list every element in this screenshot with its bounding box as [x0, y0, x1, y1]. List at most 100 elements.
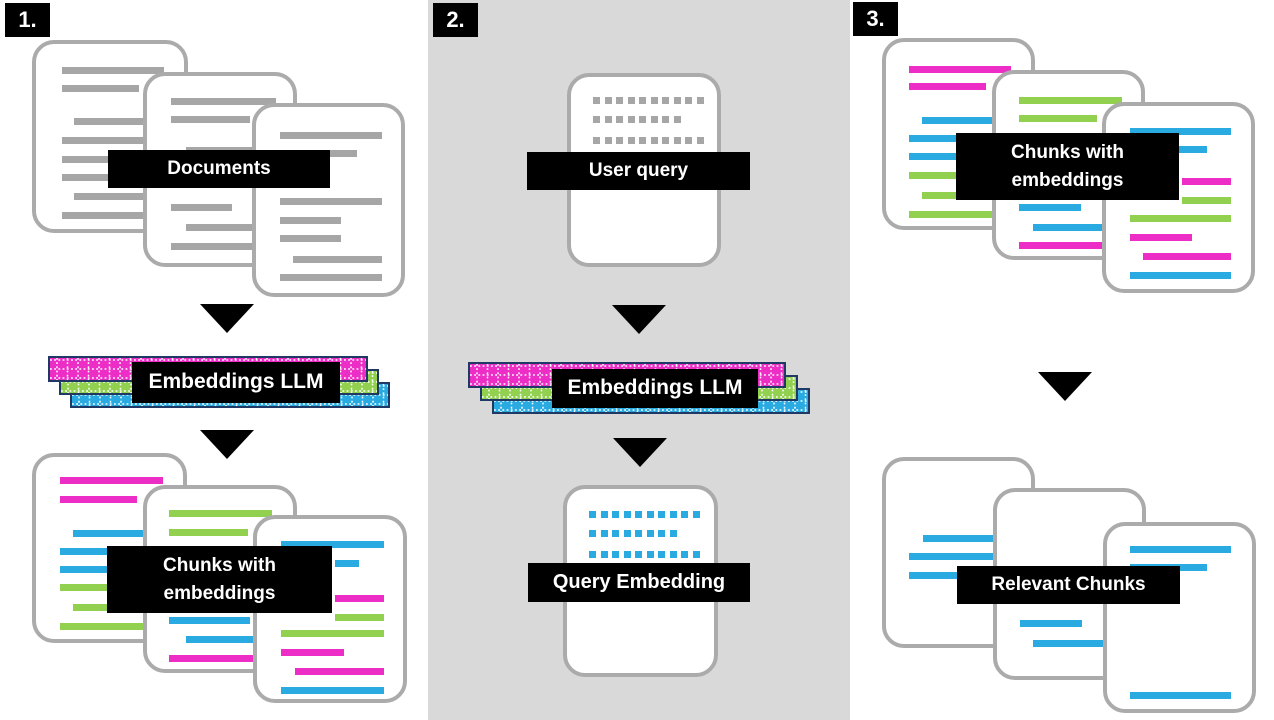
embedding-dot [662, 97, 669, 104]
embedding-dot [627, 97, 635, 104]
banner-query-embedding-label: Query Embedding [552, 571, 726, 593]
embedding-dot [650, 116, 658, 123]
embedding-dot [635, 530, 642, 537]
text-line [74, 118, 147, 125]
embedding-dot [639, 97, 646, 104]
embedding-dot [604, 137, 612, 144]
text-line [73, 604, 134, 611]
embedding-dot [658, 551, 665, 558]
embedding-dot [600, 530, 608, 537]
embedding-dot [650, 97, 658, 104]
banner-documents-label: Documents [167, 158, 271, 180]
text-line [909, 172, 986, 179]
text-line [1130, 272, 1231, 279]
text-line [1033, 224, 1104, 231]
embedding-dot [673, 116, 681, 123]
embedding-dot [604, 116, 612, 123]
banner-documents: Documents [108, 150, 330, 188]
text-line [909, 83, 986, 90]
embedding-dot [662, 137, 669, 144]
banner-embeddings-llm-2-label: Embeddings LLM [567, 376, 743, 400]
embedding-dot [604, 97, 612, 104]
text-line [1182, 178, 1231, 185]
banner-chunks-with-embeddings-2: Chunks with embeddings [956, 133, 1179, 200]
text-line [909, 66, 1011, 73]
text-line [1019, 115, 1097, 122]
text-line [60, 584, 137, 591]
embedding-dot [662, 116, 669, 123]
text-line [1020, 620, 1082, 627]
embedding-dot [696, 97, 704, 104]
embedding-dot [681, 551, 688, 558]
banner-query-embedding: Query Embedding [528, 563, 750, 602]
embedding-dot [658, 530, 665, 537]
text-line [171, 204, 232, 211]
banner-embeddings-llm-1-label: Embeddings LLM [148, 370, 324, 394]
embedding-dot [600, 511, 608, 518]
embedding-dot [589, 530, 596, 537]
embedding-dot [600, 551, 608, 558]
text-line [74, 193, 147, 200]
embedding-dot [593, 137, 600, 144]
text-line [281, 541, 384, 548]
banner-relevant-chunks-label: Relevant Chunks [991, 574, 1146, 596]
embedding-dot [681, 511, 688, 518]
embedding-dot [593, 97, 600, 104]
embedding-dot [589, 511, 596, 518]
text-line [281, 630, 384, 637]
text-line [169, 617, 250, 624]
text-line [909, 553, 995, 560]
embedding-dot [646, 551, 654, 558]
embedding-dot [646, 530, 654, 537]
embedding-dot [623, 551, 631, 558]
text-line [280, 198, 382, 205]
text-line [280, 235, 341, 242]
text-line [280, 132, 382, 139]
text-line [335, 614, 384, 621]
embedding-dot [612, 551, 619, 558]
embedding-dot [650, 137, 658, 144]
text-line [62, 212, 147, 219]
panel-1-number-badge: 1. [5, 3, 50, 37]
embedding-dot [639, 116, 646, 123]
documents-page [252, 103, 405, 297]
text-line [1130, 692, 1231, 699]
embedding-dot [673, 137, 681, 144]
embedding-dot [685, 97, 692, 104]
text-line [1182, 197, 1231, 204]
text-line [1033, 640, 1104, 647]
text-line [909, 572, 981, 579]
text-line [60, 477, 163, 484]
text-line [171, 116, 250, 123]
text-line [280, 217, 341, 224]
text-line [335, 560, 359, 567]
text-line [60, 623, 147, 630]
down-arrow-icon [612, 305, 666, 334]
text-line [62, 67, 164, 74]
text-line [1130, 215, 1231, 222]
embedding-dot [616, 116, 623, 123]
embedding-dot [616, 97, 623, 104]
text-line [1019, 97, 1122, 104]
banner-chunks-with-embeddings-1: Chunks with embeddings [107, 546, 332, 613]
text-line [280, 274, 382, 281]
panel-3-number-badge: 3. [853, 2, 898, 36]
text-line [73, 530, 147, 537]
text-line [909, 135, 996, 142]
banner-user-query-label: User query [588, 160, 689, 182]
embedding-dot [627, 116, 635, 123]
embedding-dot [623, 511, 631, 518]
relevant-chunks-page [1103, 522, 1256, 713]
text-line [1143, 253, 1231, 260]
text-line [60, 548, 147, 555]
text-line [60, 496, 137, 503]
embedding-dot [685, 137, 692, 144]
text-line [909, 211, 996, 218]
banner-chunks-with-embeddings-2-label: Chunks with embeddings [1011, 141, 1124, 191]
down-arrow-icon [200, 430, 254, 459]
text-line [922, 117, 996, 124]
text-line [186, 224, 257, 231]
embedding-dot [627, 137, 635, 144]
text-line [60, 566, 137, 573]
text-line [171, 98, 276, 105]
